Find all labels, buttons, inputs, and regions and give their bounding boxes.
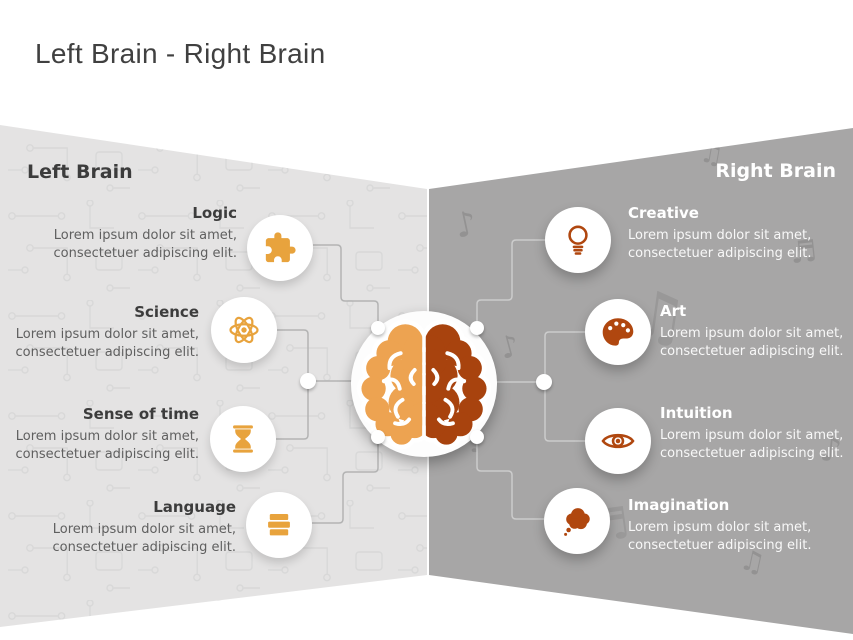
item-intuition-circle bbox=[585, 408, 651, 474]
item-imagination-text: Imagination Lorem ipsum dolor sit amet, … bbox=[628, 496, 833, 554]
connector-node bbox=[470, 430, 484, 444]
item-title: Language bbox=[153, 498, 236, 516]
item-art-circle bbox=[585, 299, 651, 365]
right-panel-header: Right Brain bbox=[715, 160, 836, 182]
connector-node bbox=[371, 430, 385, 444]
connector-node bbox=[470, 321, 484, 335]
item-creative-text: Creative Lorem ipsum dolor sit amet, con… bbox=[628, 204, 833, 262]
left-panel-header: Left Brain bbox=[27, 161, 133, 183]
connector-node bbox=[371, 321, 385, 335]
books-icon bbox=[268, 513, 290, 536]
item-title: Art bbox=[660, 302, 687, 320]
item-description: Lorem ipsum dolor sit amet, consectetuer… bbox=[660, 326, 844, 359]
connector-node bbox=[300, 373, 316, 389]
connector-node bbox=[536, 374, 552, 390]
item-description: Lorem ipsum dolor sit amet, consectetuer… bbox=[628, 228, 812, 261]
item-description: Lorem ipsum dolor sit amet, consectetuer… bbox=[52, 522, 236, 555]
puzzle-icon bbox=[265, 232, 296, 263]
item-intuition-text: Intuition Lorem ipsum dolor sit amet, co… bbox=[660, 404, 853, 462]
item-art-text: Art Lorem ipsum dolor sit amet, consecte… bbox=[660, 302, 853, 360]
item-science-text: Science Lorem ipsum dolor sit amet, cons… bbox=[0, 303, 199, 361]
eye-icon bbox=[601, 433, 635, 449]
item-description: Lorem ipsum dolor sit amet, consectetuer… bbox=[15, 429, 199, 462]
item-description: Lorem ipsum dolor sit amet, consectetuer… bbox=[15, 327, 199, 360]
brain-icon bbox=[356, 319, 492, 450]
atom-icon bbox=[229, 316, 259, 344]
item-description: Lorem ipsum dolor sit amet, consectetuer… bbox=[53, 228, 237, 261]
item-title: Intuition bbox=[660, 404, 733, 422]
item-logic-text: Logic Lorem ipsum dolor sit amet, consec… bbox=[32, 204, 237, 262]
item-title: Creative bbox=[628, 204, 699, 222]
item-language-text: Language Lorem ipsum dolor sit amet, con… bbox=[31, 498, 236, 556]
hourglass-icon bbox=[233, 425, 253, 453]
slide-title: Left Brain - Right Brain bbox=[35, 38, 326, 69]
item-logic-circle bbox=[247, 215, 313, 281]
palette-icon bbox=[602, 318, 634, 346]
item-title: Science bbox=[134, 303, 199, 321]
item-title: Logic bbox=[192, 204, 237, 222]
item-description: Lorem ipsum dolor sit amet, consectetuer… bbox=[628, 520, 812, 553]
item-imagination-circle bbox=[544, 488, 610, 554]
item-title: Sense of time bbox=[82, 405, 199, 423]
lightbulb-icon bbox=[568, 225, 588, 255]
item-description: Lorem ipsum dolor sit amet, consectetuer… bbox=[660, 428, 844, 461]
item-language-circle bbox=[246, 492, 312, 558]
item-creative-circle bbox=[545, 207, 611, 273]
item-title: Imagination bbox=[628, 496, 730, 514]
item-sense-of-time-circle bbox=[210, 406, 276, 472]
thought-cloud-icon bbox=[564, 508, 590, 536]
item-science-circle bbox=[211, 297, 277, 363]
item-sense-of-time-text: Sense of time Lorem ipsum dolor sit amet… bbox=[0, 405, 199, 463]
